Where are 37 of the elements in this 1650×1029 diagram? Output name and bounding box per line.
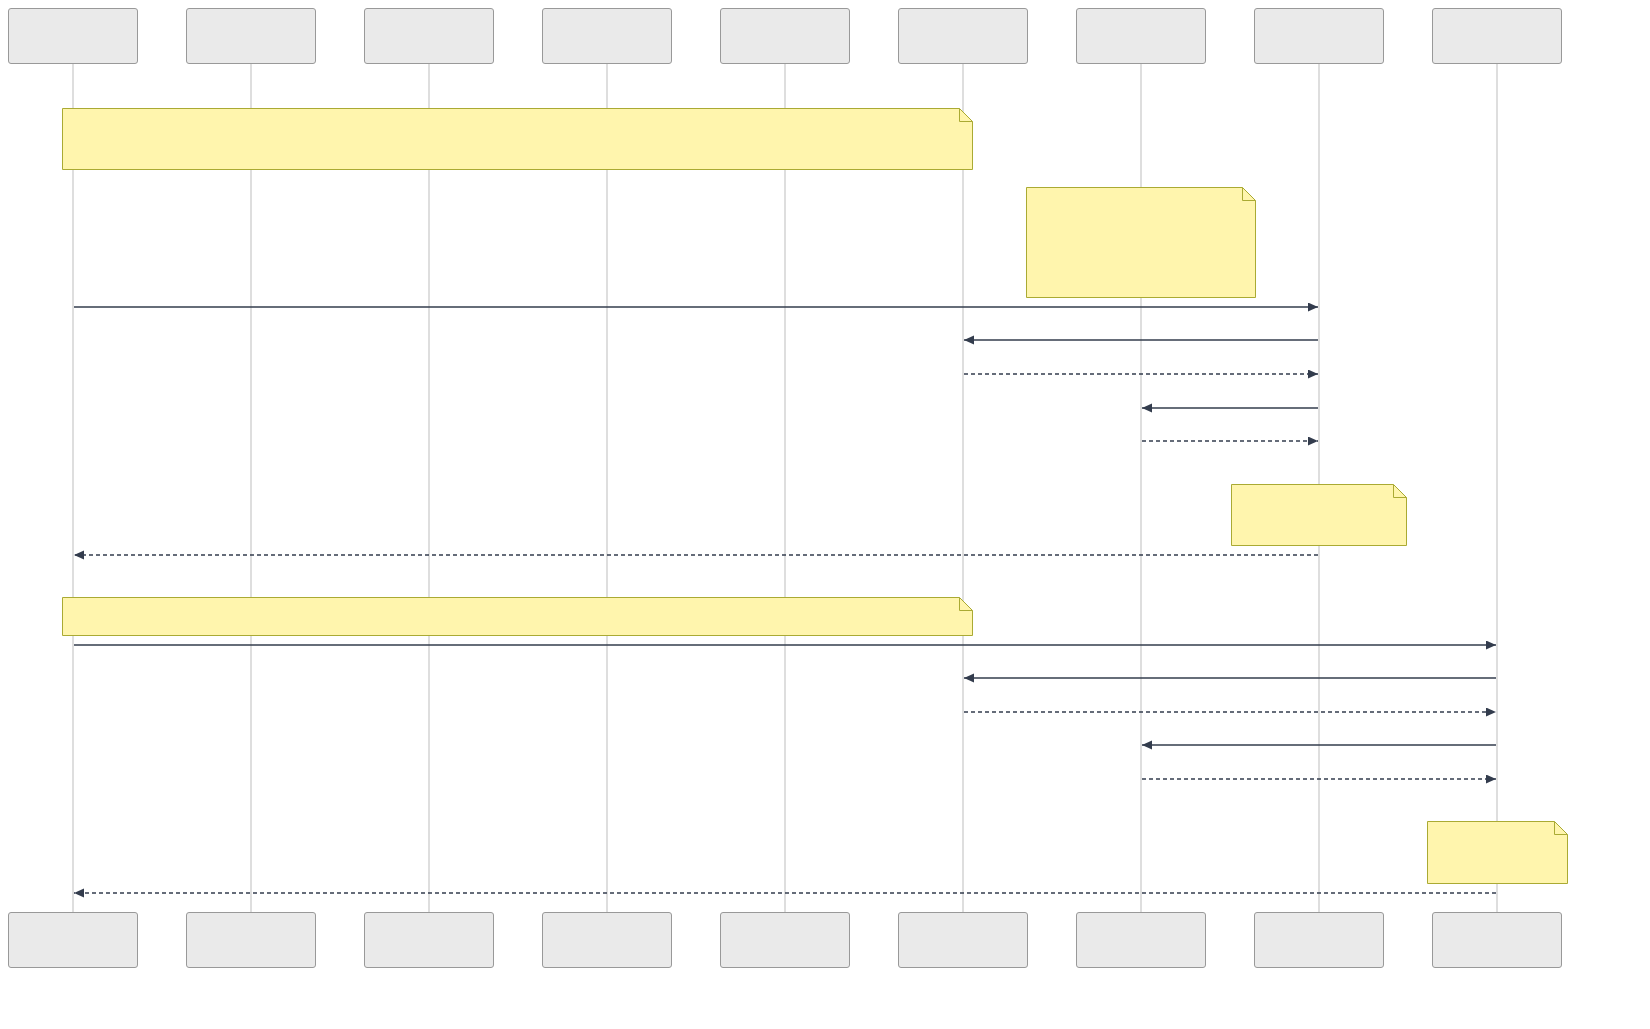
dashed-arrow [1141, 774, 1497, 784]
note [1231, 484, 1407, 546]
note [62, 597, 973, 636]
participant-box [1254, 912, 1384, 968]
dashed-arrow [1141, 436, 1319, 446]
dashed-arrow [963, 369, 1319, 379]
arrow [73, 302, 1319, 312]
participant-box [1432, 8, 1562, 64]
participant-box [898, 912, 1028, 968]
participant-box [1254, 8, 1384, 64]
participant-box [720, 912, 850, 968]
note [1427, 821, 1568, 884]
participant-box [1432, 912, 1562, 968]
arrow [1141, 740, 1497, 750]
lifeline [1496, 64, 1498, 912]
participant-box [8, 8, 138, 64]
participant-box [898, 8, 1028, 64]
participant-box [1076, 912, 1206, 968]
participant-box [720, 8, 850, 64]
dashed-arrow [73, 888, 1497, 898]
note [1026, 187, 1256, 298]
participant-box [186, 8, 316, 64]
participant-box [364, 912, 494, 968]
note [62, 108, 973, 170]
arrow [963, 673, 1497, 683]
arrow [963, 335, 1319, 345]
arrow [1141, 403, 1319, 413]
participant-box [8, 912, 138, 968]
participant-box [186, 912, 316, 968]
participant-box [364, 8, 494, 64]
participant-box [1076, 8, 1206, 64]
dashed-arrow [73, 550, 1319, 560]
dashed-arrow [963, 707, 1497, 717]
lifeline [1318, 64, 1320, 912]
participant-box [542, 8, 672, 64]
arrow [73, 640, 1497, 650]
participant-box [542, 912, 672, 968]
